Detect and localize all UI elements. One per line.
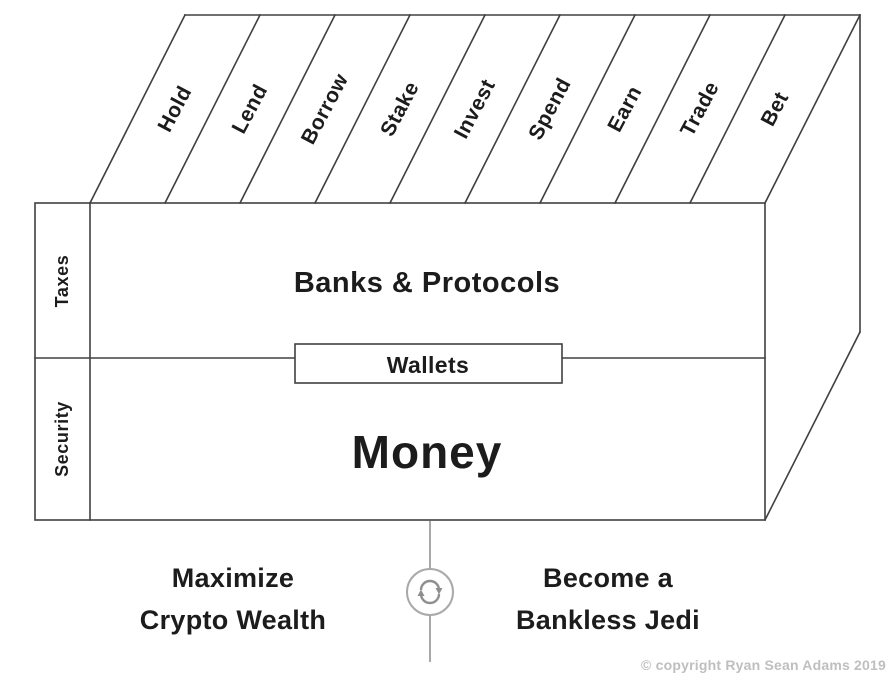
action-label-earn: Earn <box>603 82 646 136</box>
tagline-left-line2: Crypto Wealth <box>140 605 326 635</box>
banks-protocols-label: Banks & Protocols <box>294 267 560 299</box>
copyright-text: © copyright Ryan Sean Adams 2019 <box>641 657 886 673</box>
tagline-right-line2: Bankless Jedi <box>516 605 700 635</box>
tagline-left-line1: Maximize <box>172 563 294 593</box>
refresh-icon-arrowhead <box>417 589 425 596</box>
top-face-divider <box>538 13 637 205</box>
refresh-circle <box>406 568 454 616</box>
action-label-hold: Hold <box>153 82 196 136</box>
top-face-divider <box>313 13 412 205</box>
top-face <box>88 13 862 205</box>
action-label-trade: Trade <box>676 78 724 140</box>
refresh-icon-bottom-arc <box>419 593 441 605</box>
action-labels: Hold Lend Borrow Stake Invest Spend Earn… <box>153 70 793 148</box>
action-label-spend: Spend <box>524 74 576 144</box>
action-label-stake: Stake <box>376 78 424 140</box>
top-face-divider <box>163 13 262 205</box>
right-face <box>763 14 862 522</box>
wallets-label: Wallets <box>387 352 469 378</box>
main-box-outline <box>34 202 766 521</box>
tagline-right-line1: Become a <box>543 563 674 593</box>
top-face-divider <box>238 13 337 205</box>
front-face: Taxes Security Banks & Protocols Wallets… <box>34 202 766 521</box>
taxes-label: Taxes <box>52 255 72 308</box>
footer: Maximize Crypto Wealth Become a Bankless… <box>140 521 886 673</box>
action-label-invest: Invest <box>450 75 500 142</box>
wallets-box <box>294 343 563 384</box>
top-face-divider <box>613 13 712 205</box>
action-label-lend: Lend <box>228 81 273 138</box>
right-face-slant-edge <box>763 330 862 522</box>
top-face-divider <box>388 13 487 205</box>
action-label-borrow: Borrow <box>297 70 353 148</box>
refresh-cycle-icon <box>417 579 443 605</box>
security-label: Security <box>52 401 72 477</box>
action-label-bet: Bet <box>757 88 794 130</box>
top-face-divider <box>463 13 562 205</box>
refresh-icon-top-arc <box>419 579 441 591</box>
top-face-divider <box>688 13 787 205</box>
top-face-divider <box>763 13 862 205</box>
refresh-icon-arrowhead <box>435 588 443 595</box>
top-face-divider <box>88 13 187 205</box>
money-label: Money <box>352 426 503 478</box>
